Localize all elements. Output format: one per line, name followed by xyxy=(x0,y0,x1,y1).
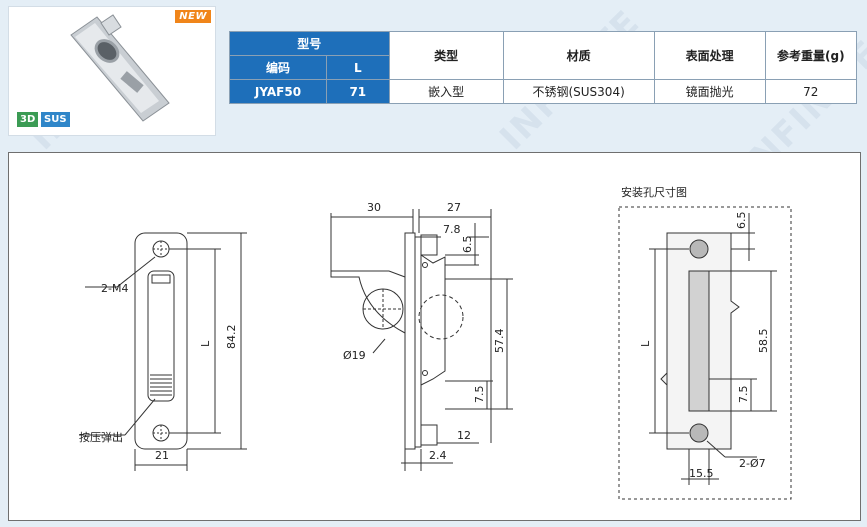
product-photo-icon xyxy=(70,14,170,122)
dim-cutout-l: L xyxy=(639,340,652,347)
3d-badge: 3D xyxy=(17,112,39,127)
dim-front-height: 84.2 xyxy=(225,325,238,350)
header-l: L xyxy=(326,55,390,80)
new-badge: NEW xyxy=(175,10,211,23)
dim-cutout-58-5: 58.5 xyxy=(757,329,770,354)
cell-code: JYAF50 xyxy=(229,79,327,104)
dim-side-57-4: 57.4 xyxy=(493,329,506,354)
cell-weight: 72 xyxy=(764,79,858,104)
dim-side-30: 30 xyxy=(367,201,381,214)
product-image-card: NEW 3D SUS xyxy=(8,6,216,136)
header-material: 材质 xyxy=(502,31,655,80)
cell-l: 71 xyxy=(326,79,390,104)
label-push-eject: 按压弹出 xyxy=(79,430,123,444)
header-model: 型号 xyxy=(229,31,390,56)
dim-side-6-5: 6.5 xyxy=(461,236,474,254)
dim-side-7-5: 7.5 xyxy=(473,386,486,404)
drawing-canvas: 2-M4 按压弹出 21 L 84.2 30 27 7.8 6.5 57.4 7… xyxy=(79,185,792,500)
header-type: 类型 xyxy=(388,31,504,80)
dim-side-dia19: Ø19 xyxy=(343,349,366,362)
technical-drawing: 2-M4 按压弹出 21 L 84.2 30 27 7.8 6.5 57.4 7… xyxy=(8,152,861,521)
header-surface: 表面处理 xyxy=(653,31,766,80)
sus-badge: SUS xyxy=(41,112,70,127)
spec-table: 型号 类型 材质 表面处理 参考重量(g) 编码 L JYAF50 71 嵌入型… xyxy=(229,31,858,104)
dim-cutout-15-5: 15.5 xyxy=(689,467,714,480)
dim-front-l: L xyxy=(199,340,212,347)
dim-side-7-8: 7.8 xyxy=(443,223,461,236)
dim-side-27: 27 xyxy=(447,201,461,214)
dim-cutout-7-5: 7.5 xyxy=(737,386,750,404)
dim-side-2-4: 2.4 xyxy=(429,449,447,462)
cutout-title: 安装孔尺寸图 xyxy=(621,185,687,199)
dim-side-12: 12 xyxy=(457,429,471,442)
dim-cutout-holes: 2-Ø7 xyxy=(739,457,766,470)
cell-type: 嵌入型 xyxy=(388,79,504,104)
header-code: 编码 xyxy=(229,55,327,80)
dim-front-width: 21 xyxy=(155,449,169,462)
dim-cutout-6-5: 6.5 xyxy=(735,212,748,230)
label-screws: 2-M4 xyxy=(101,282,128,295)
header-weight: 参考重量(g) xyxy=(764,31,858,80)
cell-surface: 镜面抛光 xyxy=(653,79,766,104)
cell-material: 不锈钢(SUS304) xyxy=(502,79,655,104)
